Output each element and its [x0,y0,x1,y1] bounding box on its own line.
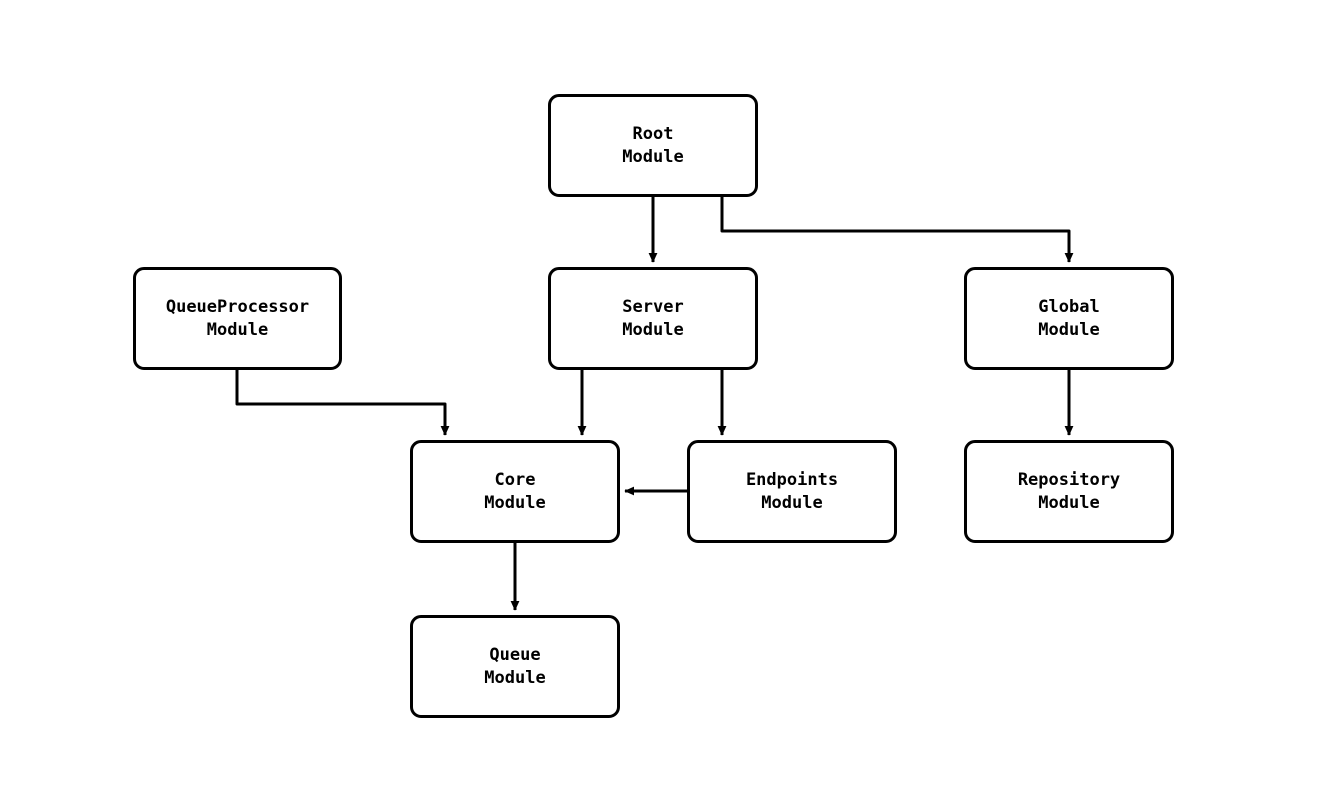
node-label-suffix: Module [206,319,269,340]
edge-queueprocessor-to-core [235,370,450,436]
node-label-suffix: Module [622,146,684,167]
edge-root-to-global [720,197,1074,263]
node-label-suffix: Module [1038,319,1100,340]
node-label-suffix: Module [761,492,823,513]
node-label-name: Queue [489,644,541,665]
node-label-suffix: Module [622,319,684,340]
node-label-name: Global [1038,296,1100,317]
node-label-name: Repository [1017,469,1121,490]
node-label-name: Endpoints [745,469,839,490]
node-label-suffix: Module [1038,492,1100,513]
node-label-name: Root [632,123,674,144]
node-label-name: Core [494,469,536,490]
node-label-suffix: Module [484,667,546,688]
node-label-name: QueueProcessor [165,296,310,317]
node-label-suffix: Module [484,492,546,513]
node-label-name: Server [622,296,684,317]
